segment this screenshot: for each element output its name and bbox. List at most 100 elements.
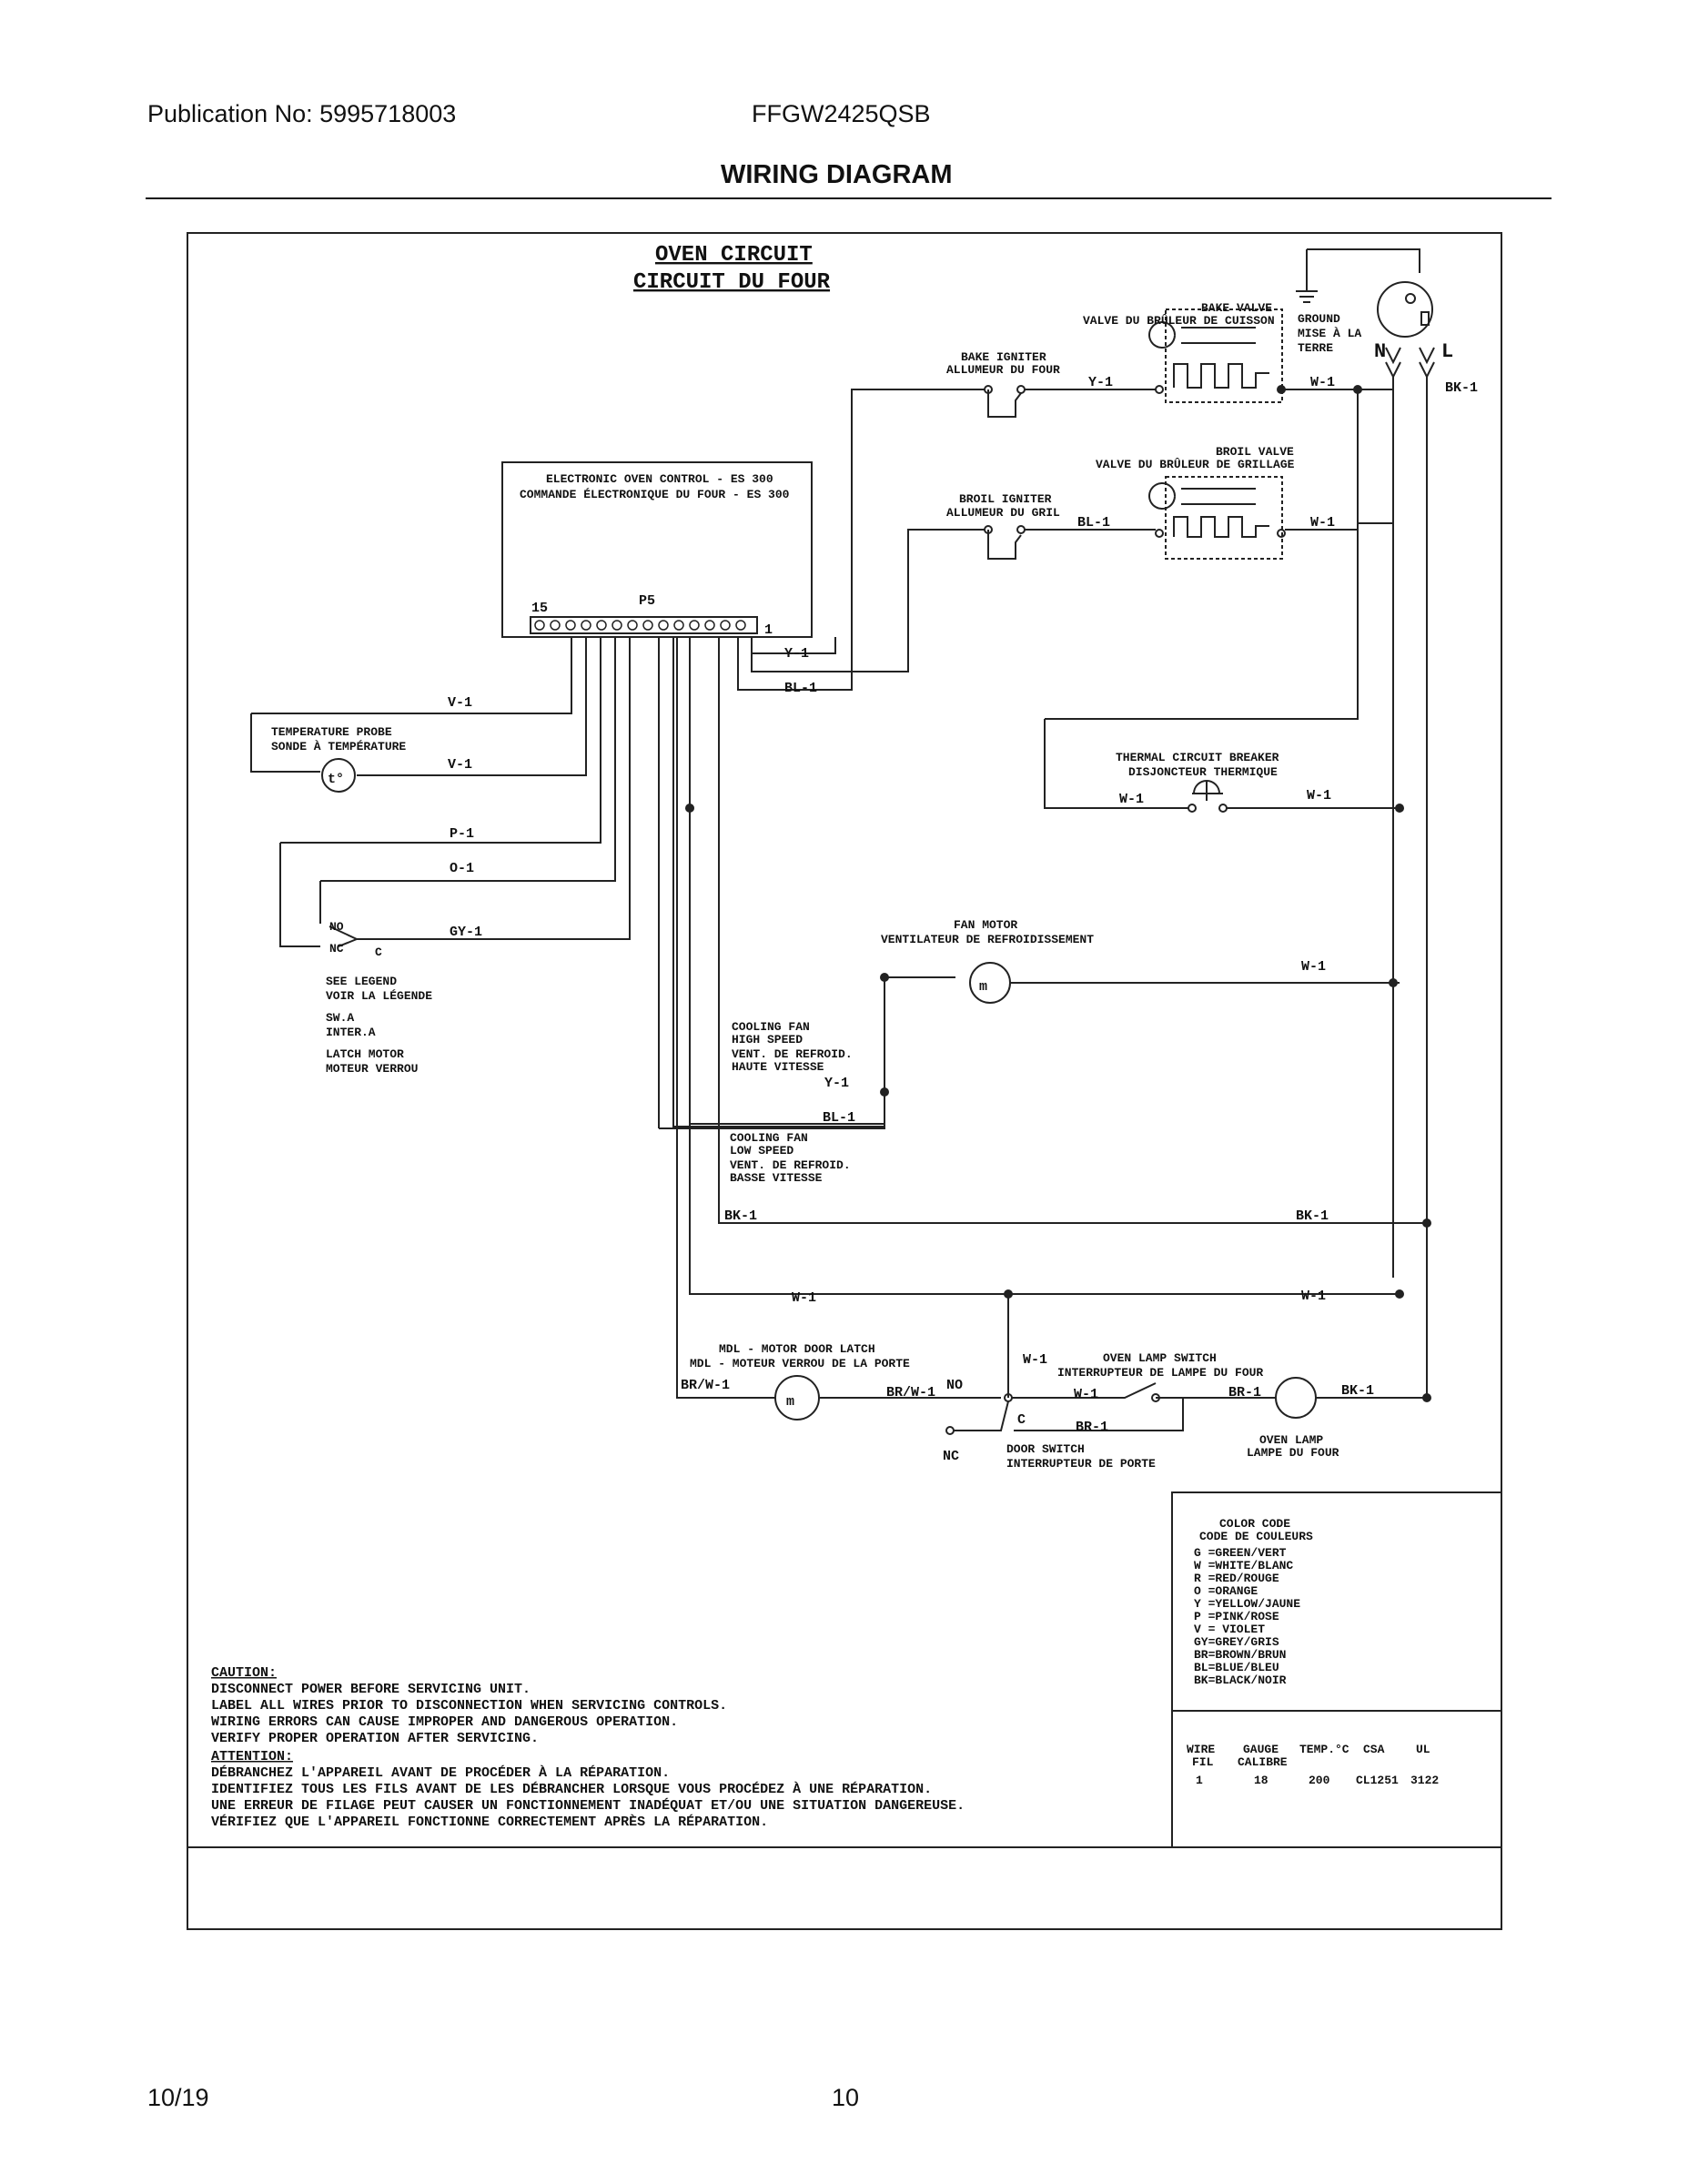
door-switch-c-label: C [1017, 1412, 1026, 1428]
ds-label-en: DOOR SWITCH [1006, 1442, 1085, 1456]
wire-table-header: GAUGE [1243, 1743, 1279, 1756]
ground-label-fr2: TERRE [1298, 341, 1333, 355]
color-code-entry: Y =YELLOW/JAUNE [1194, 1597, 1300, 1611]
model-number: FFGW2425QSB [752, 100, 931, 127]
wire-bl1-broil: BL-1 [1077, 515, 1110, 531]
color-code-title-en: COLOR CODE [1219, 1517, 1290, 1531]
wire-table-header: CSA [1363, 1743, 1385, 1756]
switch-nc-label: NC [329, 942, 344, 956]
eoc-label-fr: COMMANDE ÉLECTRONIQUE DU FOUR - ES 300 [520, 488, 790, 501]
wire-bk1-lamp: BK-1 [1341, 1383, 1374, 1399]
wire-v1-probe: V-1 [448, 757, 472, 773]
wire-table-subheader: FIL [1192, 1755, 1214, 1769]
attention-line-3: UNE ERREUR DE FILAGE PEUT CAUSER UN FONC… [211, 1797, 965, 1814]
diagram-frame [187, 232, 1502, 1930]
ground-label-en: GROUND [1298, 312, 1340, 326]
wire-y1-eoc: Y-1 [784, 646, 809, 662]
color-code-entry: BL=BLUE/BLEU [1194, 1661, 1279, 1674]
caution-line-2: LABEL ALL WIRES PRIOR TO DISCONNECTION W… [211, 1698, 727, 1714]
wire-table-cell: 1 [1196, 1774, 1203, 1787]
color-code-entry: GY=GREY/GRIS [1194, 1635, 1279, 1649]
wire-bk1-line: BK-1 [1445, 380, 1478, 396]
attention-line-2: IDENTIFIEZ TOUS LES FILS AVANT DE LES DÉ… [211, 1781, 932, 1797]
fan-motor-label-en: FAN MOTOR [954, 918, 1017, 932]
fan-motor-symbol: m [979, 979, 987, 995]
color-code-entry: W =WHITE/BLANC [1194, 1559, 1293, 1572]
wire-table-cell: CL1251 [1356, 1774, 1399, 1787]
wire-w1-tcb-right: W-1 [1307, 788, 1331, 804]
color-code-entry: R =RED/ROUGE [1194, 1572, 1279, 1585]
wire-table-cell: 200 [1309, 1774, 1330, 1787]
color-code-title-fr: CODE DE COULEURS [1199, 1530, 1313, 1543]
bake-igniter-label-en: BAKE IGNITER [961, 350, 1046, 364]
ground-label-fr1: MISE À LA [1298, 327, 1361, 340]
wire-bl1-eoc: BL-1 [784, 681, 817, 696]
wire-brw1-left: BR/W-1 [681, 1378, 730, 1393]
caution-line-3: WIRING ERRORS CAN CAUSE IMPROPER AND DAN… [211, 1714, 678, 1730]
circuit-du-four-title: CIRCUIT DU FOUR [633, 270, 831, 295]
color-code-entry: O =ORANGE [1194, 1584, 1258, 1598]
switch-c-label: C [375, 945, 382, 959]
attention-heading: ATTENTION: [211, 1749, 293, 1764]
color-code-entry: G =GREEN/VERT [1194, 1546, 1287, 1560]
wire-w1-bus-right: W-1 [1301, 1289, 1326, 1304]
fan-motor-label-fr: VENTILATEUR DE REFROIDISSEMENT [881, 933, 1094, 946]
attention-line-4: VÉRIFIEZ QUE L'APPAREIL FONCTIONNE CORRE… [211, 1814, 768, 1830]
wire-table-cell: 18 [1254, 1774, 1269, 1787]
door-switch-no-label: NO [946, 1378, 963, 1393]
wire-w1-bus-left: W-1 [792, 1290, 816, 1306]
footer-page-number: 10 [832, 2084, 860, 2111]
header-rule [146, 197, 1552, 199]
legend-line-3: SW.A [326, 1011, 354, 1025]
wire-v1-top: V-1 [448, 695, 472, 711]
cf-high-line-3: VENT. DE REFROID. [732, 1047, 853, 1061]
cf-low-line-1: COOLING FAN [730, 1131, 808, 1145]
broil-igniter-label-fr: ALLUMEUR DU GRIL [946, 506, 1060, 520]
cf-low-line-2: LOW SPEED [730, 1144, 793, 1158]
wire-y1-fan: Y-1 [824, 1076, 849, 1091]
wire-w1-switch: W-1 [1023, 1352, 1047, 1368]
lamp-label-fr: LAMPE DU FOUR [1247, 1446, 1339, 1460]
wire-table-header: TEMP.°C [1299, 1743, 1349, 1756]
broil-valve-label-fr: VALVE DU BRÛLEUR DE GRILLAGE [1096, 458, 1295, 471]
lamp-label-en: OVEN LAMP [1259, 1433, 1323, 1447]
wire-brw1-right: BR/W-1 [886, 1385, 935, 1400]
door-switch-nc-label: NC [943, 1449, 959, 1464]
color-code-entry: P =PINK/ROSE [1194, 1610, 1279, 1623]
caution-line-1: DISCONNECT POWER BEFORE SERVICING UNIT. [211, 1682, 531, 1697]
p5-label: P5 [639, 593, 655, 609]
wire-o1: O-1 [450, 861, 474, 876]
bake-valve-label-fr: VALVE DU BRÛLEUR DE CUISSON [1083, 314, 1275, 328]
wire-w1-fan: W-1 [1301, 959, 1326, 975]
temp-probe-label-fr: SONDE À TEMPÉRATURE [271, 740, 406, 753]
wire-w1-broil: W-1 [1310, 515, 1335, 531]
eoc-box [501, 461, 813, 638]
eoc-label-en: ELECTRONIC OVEN CONTROL - ES 300 [546, 472, 773, 486]
mdl-label-fr: MDL - MOTEUR VERROU DE LA PORTE [690, 1357, 910, 1370]
line-label: L [1441, 340, 1453, 363]
footer-date: 10/19 [147, 2084, 209, 2111]
wire-p1: P-1 [450, 826, 474, 842]
caution-line-4: VERIFY PROPER OPERATION AFTER SERVICING. [211, 1731, 539, 1746]
temp-probe-label-en: TEMPERATURE PROBE [271, 725, 392, 739]
wire-y1-bake: Y-1 [1088, 375, 1113, 390]
publication-number: Publication No: 5995718003 [147, 100, 457, 127]
cf-high-line-4: HAUTE VITESSE [732, 1060, 824, 1074]
neutral-label: N [1374, 340, 1386, 363]
wire-bk1-right: BK-1 [1296, 1208, 1329, 1224]
tcb-label-fr: DISJONCTEUR THERMIQUE [1128, 765, 1278, 779]
temp-probe-symbol: t° [328, 772, 344, 787]
wire-bl1-fan: BL-1 [823, 1110, 855, 1126]
wire-w1-bake: W-1 [1310, 375, 1335, 390]
bake-igniter-label-fr: ALLUMEUR DU FOUR [946, 363, 1060, 377]
color-code-entry: BR=BROWN/BRUN [1194, 1648, 1286, 1662]
ols-label-fr: INTERRUPTEUR DE LAMPE DU FOUR [1057, 1366, 1263, 1380]
broil-valve-label-en: BROIL VALVE [1216, 445, 1294, 459]
color-code-entry: V = VIOLET [1194, 1623, 1265, 1636]
wire-table-header: WIRE [1187, 1743, 1215, 1756]
legend-line-2: VOIR LA LÉGENDE [326, 989, 432, 1003]
mdl-motor-symbol: m [786, 1394, 794, 1410]
pin-15-label: 15 [531, 601, 548, 616]
legend-line-1: SEE LEGEND [326, 975, 397, 988]
